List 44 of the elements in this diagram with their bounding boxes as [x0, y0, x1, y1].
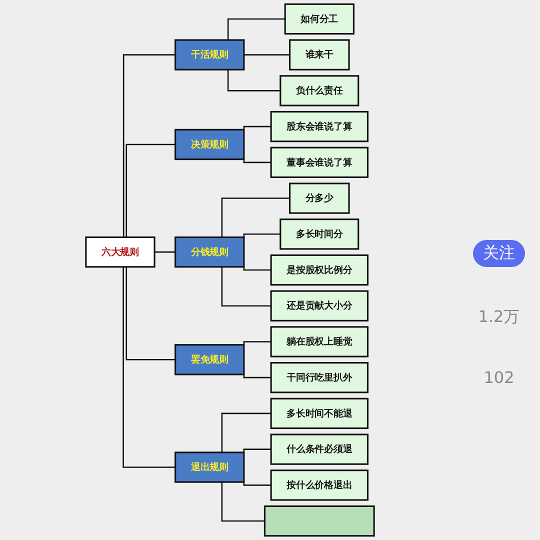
connector: [243, 233, 280, 238]
connector: [243, 158, 272, 164]
connector: [221, 482, 265, 522]
node-box: 干活规则: [174, 39, 245, 70]
connector: [126, 266, 176, 360]
connector: [243, 373, 272, 378]
node-box: 董事会谁说了算: [270, 146, 368, 178]
connector: [227, 70, 280, 92]
node-box: 分钱规则: [174, 236, 245, 268]
connector: [126, 144, 176, 238]
node-box: 分多少: [289, 182, 350, 214]
connector: [221, 412, 272, 452]
node-box: 按什么价格退出: [270, 470, 368, 501]
node-box: 股东会谁说了算: [270, 110, 368, 142]
follow-button: 关注: [473, 240, 525, 267]
node-box: 如何分工: [284, 3, 354, 35]
connector: [122, 54, 176, 238]
connector: [122, 266, 176, 468]
node-box: 谁来干: [289, 39, 350, 70]
node-box: 躺在股权上睡觉: [270, 326, 368, 358]
connector: [154, 251, 176, 253]
connector: [221, 198, 290, 238]
connector: [221, 266, 272, 306]
node-box: 干同行吃里扒外: [270, 362, 368, 394]
node-box: [264, 505, 375, 537]
connector: [243, 126, 272, 131]
node-box: 罢免规则: [174, 344, 245, 376]
node-box: 什么条件必须退: [270, 434, 368, 465]
connector: [227, 18, 286, 40]
node-box: 负什么责任: [280, 75, 360, 106]
count-text: 1.2万: [478, 307, 520, 328]
connector: [243, 448, 272, 454]
node-box: 六大规则: [85, 236, 156, 268]
connector: [243, 341, 272, 346]
node-box: 决策规则: [174, 128, 245, 160]
connector: [243, 54, 290, 56]
count-text: 102: [484, 368, 514, 387]
connector: [243, 266, 272, 271]
node-box: 多长时间分: [280, 218, 360, 250]
node-box: 是按股权比例分: [270, 254, 368, 286]
node-box: 还是贡献大小分: [270, 290, 368, 322]
node-box: 退出规则: [174, 452, 245, 483]
node-box: 多长时间不能退: [270, 398, 368, 430]
connector: [243, 481, 272, 486]
